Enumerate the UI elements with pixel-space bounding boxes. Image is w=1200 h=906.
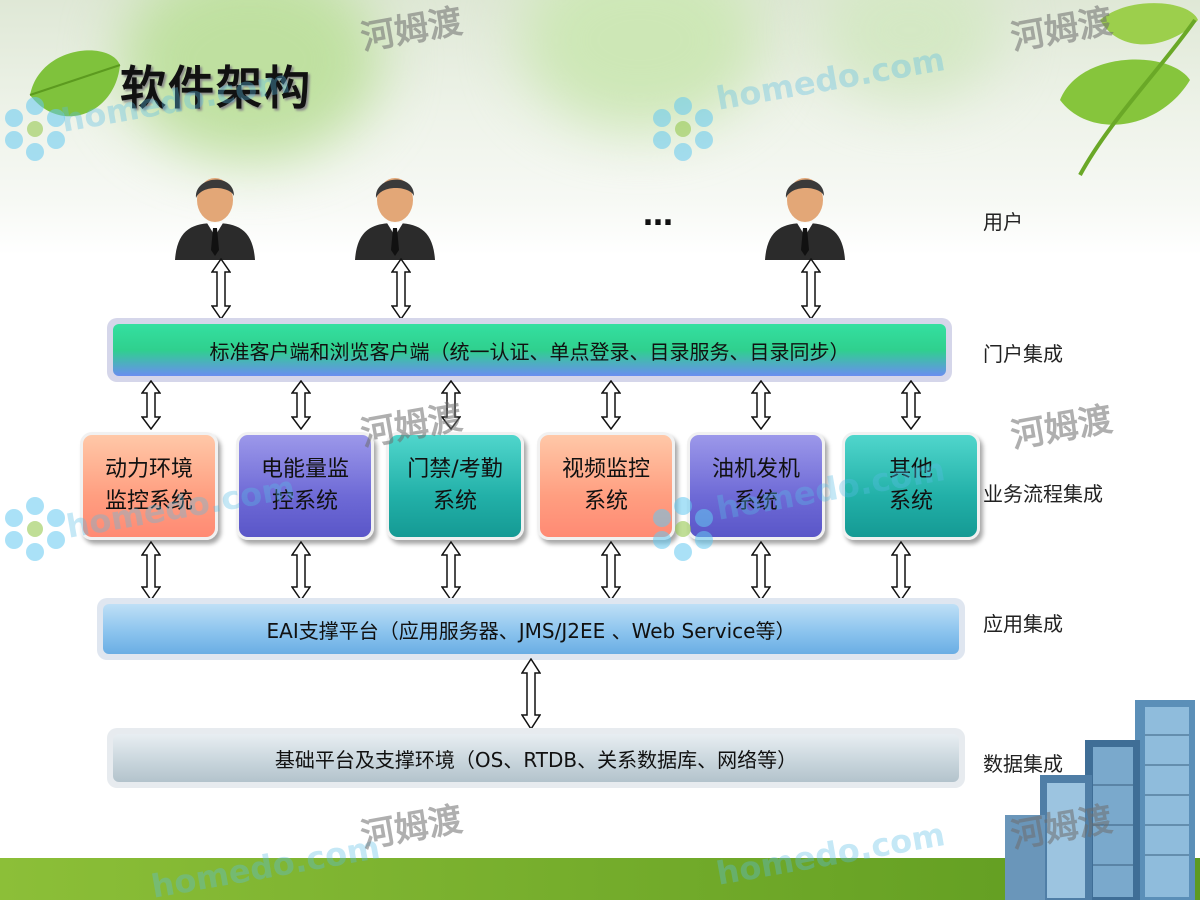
system-label-line1: 动力环境: [104, 457, 193, 482]
flower-logo-icon: [5, 97, 65, 161]
double-arrow-icon: [141, 541, 161, 601]
flower-logo-icon: [653, 497, 713, 561]
layer-label-portal: 门户集成: [983, 342, 1063, 366]
user-icon: [765, 178, 845, 260]
layer-label-business: 业务流程集成: [983, 482, 1103, 506]
double-arrow-icon: [751, 380, 771, 430]
double-arrow-icon: [441, 541, 461, 601]
double-arrow-icon: [901, 380, 921, 430]
system-label-line2: 系统: [733, 489, 778, 514]
portal-bar-label: 标准客户端和浏览客户端（统一认证、单点登录、目录服务、目录同步）: [209, 339, 850, 364]
double-arrow-icon: [601, 541, 621, 601]
more-users-ellipsis: …: [643, 198, 673, 233]
double-arrow-icon: [291, 541, 311, 601]
layer-label-users: 用户: [983, 210, 1023, 234]
layer-label-data: 数据集成: [983, 752, 1063, 776]
system-label-line2: 监控系统: [104, 489, 193, 514]
system-energy-monitoring: 电能量监控系统: [236, 432, 374, 540]
double-arrow-icon: [141, 380, 161, 430]
base-platform-bar: 基础平台及支撑环境（OS、RTDB、关系数据库、网络等）: [107, 728, 965, 788]
system-power-env-monitoring: 动力环境监控系统: [80, 432, 218, 540]
system-other: 其他系统: [842, 432, 980, 540]
blur-green-blob: [520, 0, 760, 130]
user-icon: [355, 178, 435, 260]
system-label-line1: 门禁/考勤: [407, 457, 503, 482]
system-label-line2: 控系统: [271, 489, 338, 514]
double-arrow-icon: [801, 258, 821, 320]
double-arrow-icon: [211, 258, 231, 320]
flower-logo-icon: [5, 497, 65, 561]
system-label-line2: 系统: [888, 489, 933, 514]
portal-integration-bar: 标准客户端和浏览客户端（统一认证、单点登录、目录服务、目录同步）: [107, 318, 952, 382]
system-label-line1: 电能量监: [260, 457, 349, 482]
system-label-line1: 视频监控: [561, 457, 650, 482]
blur-green-blob: [120, 0, 380, 160]
header-background: [0, 0, 1200, 255]
system-label-line2: 系统: [583, 489, 628, 514]
building-icon: [1005, 700, 1195, 900]
system-label-line2: 系统: [432, 489, 477, 514]
double-arrow-icon: [891, 541, 911, 601]
system-label-line1: 其他: [888, 457, 933, 482]
base-bar-label: 基础平台及支撑环境（OS、RTDB、关系数据库、网络等）: [274, 747, 798, 772]
watermark-text: 河姆渡: [357, 799, 466, 857]
double-arrow-icon: [391, 258, 411, 320]
system-label-line1: 油机发机: [711, 457, 800, 482]
page-title: 软件架构: [120, 61, 312, 115]
leaf-icon: [29, 50, 121, 117]
watermark-text: 河姆渡: [1007, 399, 1116, 457]
leaf-icon: [1060, 3, 1198, 176]
system-access-attendance: 门禁/考勤系统: [386, 432, 524, 540]
eai-platform-bar: EAI支撑平台（应用服务器、JMS/J2EE 、Web Service等）: [97, 598, 965, 660]
double-arrow-icon: [751, 541, 771, 601]
eai-bar-label: EAI支撑平台（应用服务器、JMS/J2EE 、Web Service等）: [266, 618, 796, 643]
double-arrow-icon: [291, 380, 311, 430]
user-icon: [175, 178, 255, 260]
double-arrow-icon: [601, 380, 621, 430]
footer-band: [0, 858, 1200, 900]
double-arrow-icon: [521, 658, 541, 730]
double-arrow-icon: [441, 380, 461, 430]
blur-green-blob: [820, 0, 1000, 100]
flower-logo-icon: [653, 97, 713, 161]
system-video-monitoring: 视频监控系统: [537, 432, 675, 540]
layer-label-application: 应用集成: [983, 612, 1063, 636]
